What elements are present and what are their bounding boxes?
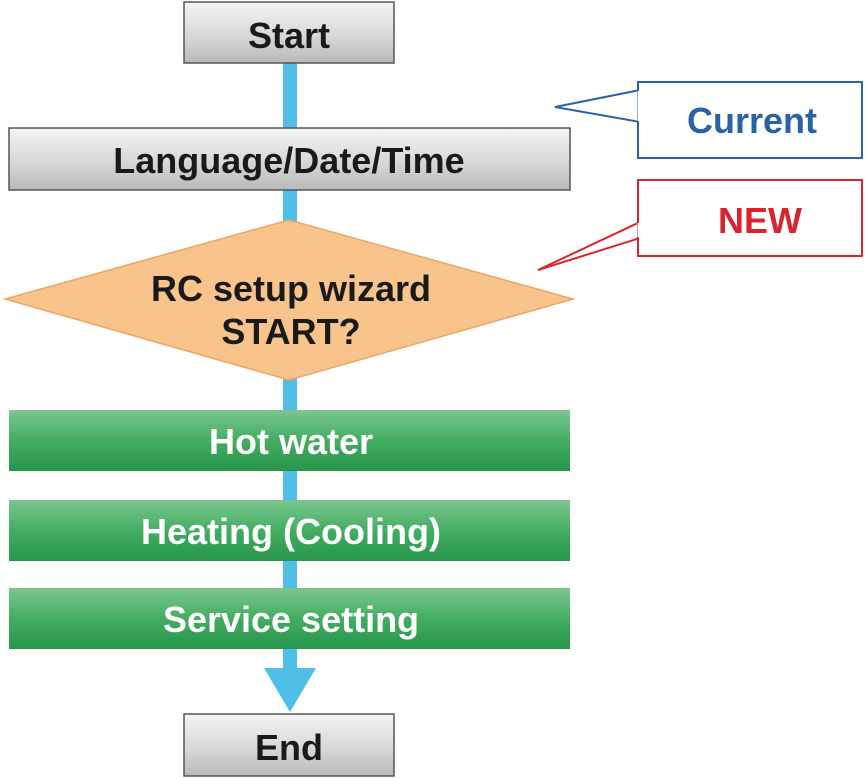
decision-label-line1: RC setup wizard [151, 268, 431, 309]
end-label: End [255, 727, 323, 768]
current-callout-label: Current [687, 100, 817, 141]
service-setting-step [9, 588, 570, 649]
end-box [183, 713, 395, 777]
connector-arrowhead [264, 668, 316, 712]
start-label: Start [248, 15, 330, 56]
start-box [183, 1, 395, 64]
current-callout-pointer [554, 88, 641, 124]
new-callout [637, 179, 863, 257]
new-callout-pointer [537, 220, 641, 271]
new-callout-label: NEW [718, 200, 802, 241]
rc-setup-wizard-decision [2, 219, 576, 381]
language-date-time-label: Language/Date/Time [113, 140, 464, 181]
decision-label-line2: START? [221, 311, 360, 352]
heating-cooling-label: Heating (Cooling) [141, 511, 441, 552]
hot-water-label: Hot water [209, 421, 373, 462]
service-setting-label: Service setting [163, 599, 419, 640]
language-date-time-box [8, 127, 571, 191]
heating-cooling-step [9, 500, 570, 561]
hot-water-step [9, 410, 570, 471]
